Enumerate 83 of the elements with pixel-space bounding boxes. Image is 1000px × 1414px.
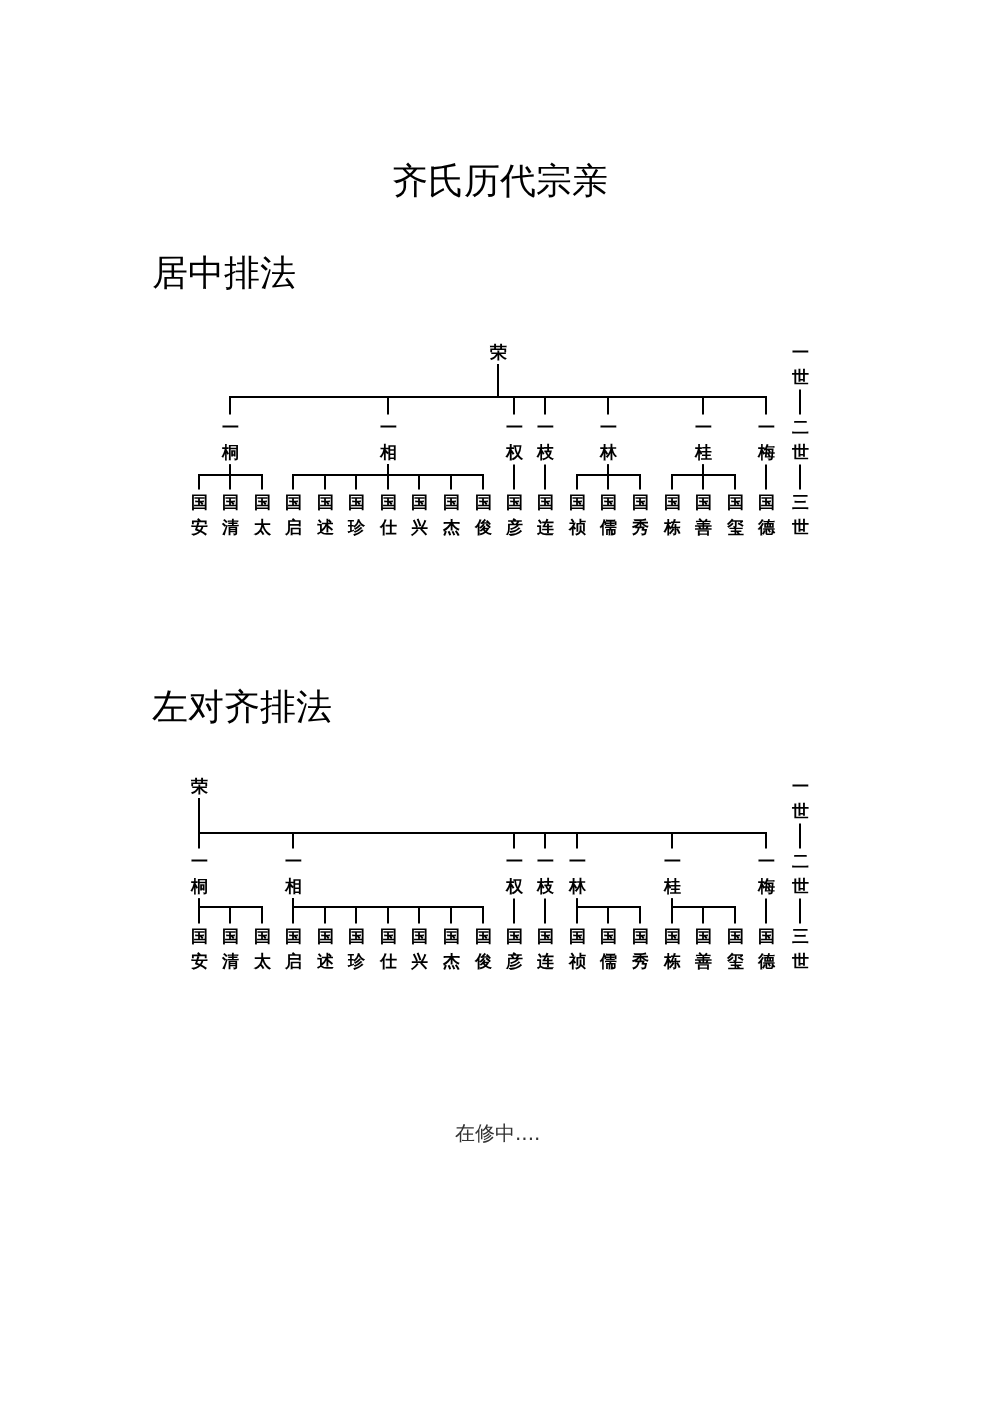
person-name: 国善 — [694, 923, 712, 974]
generation-label: 三世 — [791, 489, 809, 540]
person-name: 一桐 — [190, 848, 208, 899]
person-name: 国俊 — [474, 489, 492, 540]
person-name: 国德 — [757, 923, 775, 974]
person-name: 国述 — [316, 923, 334, 974]
connector-line — [607, 463, 641, 491]
connector-line — [765, 463, 767, 491]
person-name: 荣 — [190, 773, 208, 799]
connector-line — [544, 463, 546, 491]
generation-label: 三世 — [791, 923, 809, 974]
person-name: 国栋 — [663, 489, 681, 540]
status-note: 在修中.... — [455, 1120, 541, 1147]
generation-label: 二世 — [791, 848, 809, 899]
connector-line — [198, 797, 767, 850]
person-name: 一林 — [568, 848, 586, 899]
person-name: 国述 — [316, 489, 334, 540]
person-name: 国玺 — [726, 489, 744, 540]
person-name: 国太 — [253, 489, 271, 540]
person-name: 国仕 — [379, 923, 397, 974]
person-name: 国启 — [284, 489, 302, 540]
connector-line — [198, 897, 263, 925]
connector-line — [292, 897, 484, 925]
connector-line — [765, 897, 767, 925]
person-name: 一相 — [379, 414, 397, 465]
person-name: 一权 — [505, 414, 523, 465]
person-name: 国太 — [253, 923, 271, 974]
person-name: 国祯 — [568, 489, 586, 540]
connector-line — [799, 388, 801, 416]
person-name: 国彦 — [505, 923, 523, 974]
connector-line — [799, 897, 801, 925]
person-name: 一桂 — [663, 848, 681, 899]
person-name: 国玺 — [726, 923, 744, 974]
person-name: 国清 — [221, 489, 239, 540]
person-name: 国彦 — [505, 489, 523, 540]
person-name: 国祯 — [568, 923, 586, 974]
connector-line — [513, 463, 515, 491]
person-name: 国启 — [284, 923, 302, 974]
person-name: 一林 — [599, 414, 617, 465]
person-name: 国仕 — [379, 489, 397, 540]
connector-line — [702, 463, 736, 491]
person-name: 国栋 — [663, 923, 681, 974]
generation-label: 二世 — [791, 414, 809, 465]
person-name: 一梅 — [757, 414, 775, 465]
section-heading: 居中排法 — [152, 251, 296, 295]
person-name: 国德 — [757, 489, 775, 540]
person-name: 国秀 — [631, 923, 649, 974]
person-name: 一桂 — [694, 414, 712, 465]
page-title: 齐氏历代宗亲 — [391, 159, 609, 203]
connector-line — [387, 463, 484, 491]
person-name: 国珍 — [347, 923, 365, 974]
connector-line — [544, 897, 546, 925]
person-name: 国兴 — [410, 489, 428, 540]
connector-line — [799, 463, 801, 491]
person-name: 国安 — [190, 489, 208, 540]
person-name: 国杰 — [442, 489, 460, 540]
person-name: 国兴 — [410, 923, 428, 974]
person-name: 荣 — [489, 339, 507, 365]
person-name: 国安 — [190, 923, 208, 974]
connector-line — [671, 897, 736, 925]
person-name: 国杰 — [442, 923, 460, 974]
person-name: 一枝 — [536, 848, 554, 899]
connector-line — [799, 822, 801, 850]
person-name: 国俊 — [474, 923, 492, 974]
section-heading: 左对齐排法 — [152, 685, 332, 729]
person-name: 国儒 — [599, 923, 617, 974]
person-name: 国儒 — [599, 489, 617, 540]
person-name: 国连 — [536, 923, 554, 974]
connector-line — [576, 897, 641, 925]
generation-label: 一世 — [791, 339, 809, 390]
person-name: 一权 — [505, 848, 523, 899]
person-name: 国珍 — [347, 489, 365, 540]
person-name: 国连 — [536, 489, 554, 540]
connector-line — [513, 897, 515, 925]
connector-line — [229, 463, 263, 491]
person-name: 一梅 — [757, 848, 775, 899]
person-name: 一相 — [284, 848, 302, 899]
generation-label: 一世 — [791, 773, 809, 824]
person-name: 一枝 — [536, 414, 554, 465]
person-name: 国清 — [221, 923, 239, 974]
person-name: 国秀 — [631, 489, 649, 540]
person-name: 国善 — [694, 489, 712, 540]
person-name: 一桐 — [221, 414, 239, 465]
